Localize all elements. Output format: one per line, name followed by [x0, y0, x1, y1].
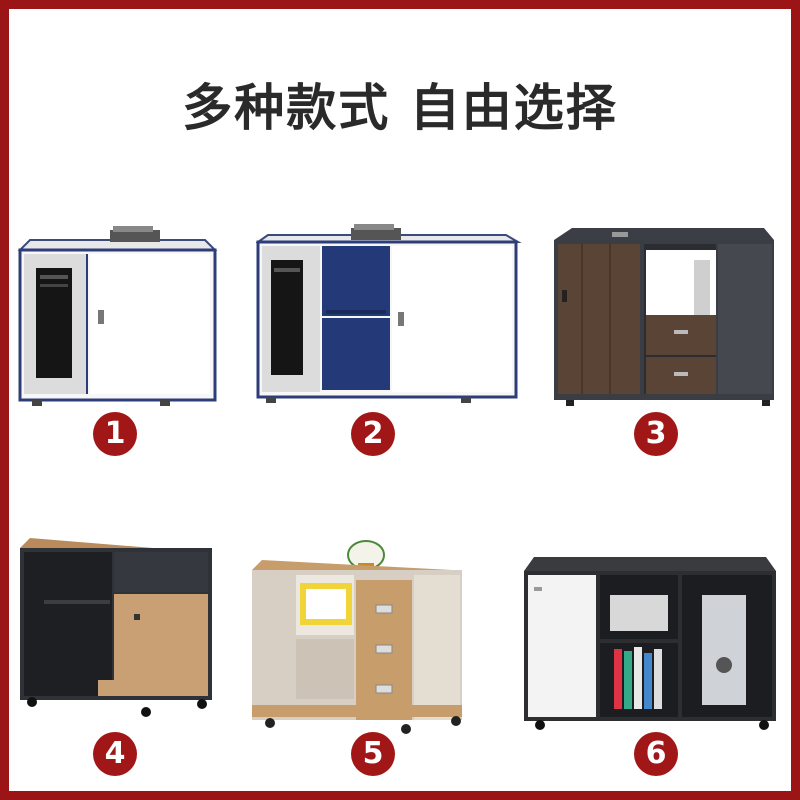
style-number-badge: 2: [351, 412, 395, 456]
style-number-badge: 4: [93, 732, 137, 776]
cabinet-style-3-image: [554, 228, 774, 406]
cabinet-style-1-image: [17, 226, 218, 406]
cabinet-style-4-image: [20, 538, 212, 717]
cabinet-style-6-image: [524, 557, 776, 730]
style-number-badge: 6: [634, 732, 678, 776]
page-title: 多种款式 自由选择: [182, 79, 618, 137]
cabinet-style-2-image: [256, 224, 522, 403]
style-number-badge: 1: [93, 412, 137, 456]
style-number-badge: 3: [634, 412, 678, 456]
style-number-badge: 5: [351, 732, 395, 776]
cabinet-style-5-image: [252, 540, 462, 734]
